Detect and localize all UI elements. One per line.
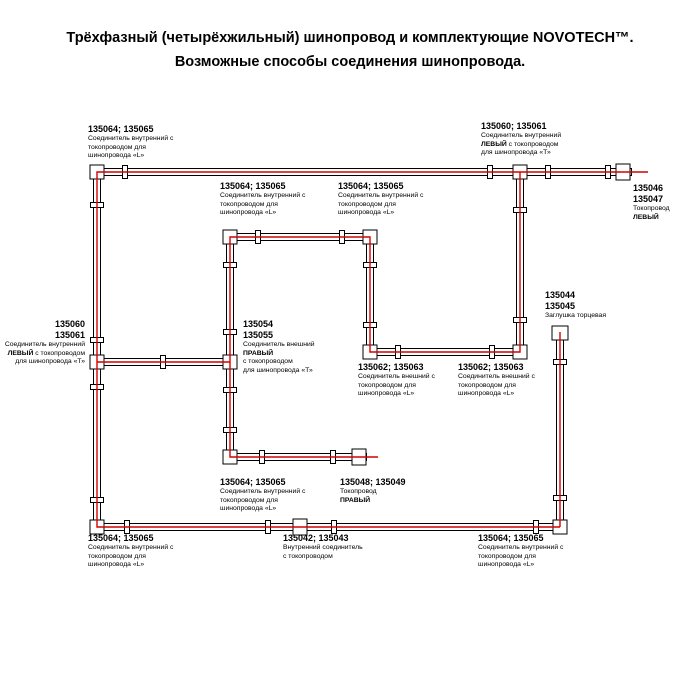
part-description: Соединитель внутренний с токопроводом дл… <box>88 135 174 159</box>
part-description: Соединитель внешний с токопроводом для ш… <box>358 373 435 397</box>
part-description: Токопровод ЛЕВЫЙ <box>633 205 670 221</box>
part-label-outer-right-tee: 135054 135055 Соединитель внешний ПРАВЫЙ… <box>243 319 315 375</box>
part-description: Соединитель внутренний с токопроводом дл… <box>88 544 174 568</box>
part-label-inner-L-bottom-right: 135064; 135065 Соединитель внутренний с … <box>478 533 563 570</box>
part-label-outer-L-right: 135062; 135063 Соединитель внешний с ток… <box>458 362 535 399</box>
part-label-outer-L-left: 135062; 135063 Соединитель внешний с ток… <box>358 362 435 399</box>
part-description: Соединитель внешний ПРАВЫЙ с токопроводо… <box>243 341 315 374</box>
part-description: Токопровод ПРАВЫЙ <box>340 488 377 504</box>
conductor-lines <box>96 171 648 528</box>
part-number: 135045 <box>545 301 576 311</box>
part-number: 135047 <box>633 194 664 204</box>
part-number: 135055 <box>243 330 274 340</box>
part-description: Внутренний соединитель с токопроводом <box>283 544 363 560</box>
part-description: Соединитель внутренний ЛЕВЫЙ с токопрово… <box>481 132 562 156</box>
part-description: Соединитель внутренний с токопроводом дл… <box>220 488 306 512</box>
part-description: Соединитель внутренний с токопроводом дл… <box>338 192 424 216</box>
part-label-inner-left-tee-top: 135060; 135061 Соединитель внутренний ЛЕ… <box>481 121 561 158</box>
part-description: Соединитель внутренний с токопроводом дл… <box>220 192 306 216</box>
part-description: Соединитель внутренний с токопроводом дл… <box>478 544 564 568</box>
part-label-inner-left-tee-side: 135060 135061 Соединитель внутренний ЛЕВ… <box>0 319 85 367</box>
diagram-title: Трёхфазный (четырёхжильный) шинопровод и… <box>0 26 700 74</box>
part-description: Заглушка торцевая <box>545 312 607 319</box>
part-number: 135062; 135063 <box>458 362 524 372</box>
part-label-inner-L-top-left: 135064; 135065 Соединитель внутренний с … <box>88 124 173 161</box>
part-description: Соединитель внутренний ЛЕВЫЙ с токопрово… <box>4 341 85 365</box>
part-number: 135046 <box>633 183 664 193</box>
part-number: 135061 <box>54 330 85 340</box>
part-number: 135064; 135065 <box>88 124 154 134</box>
part-description: Соединитель внешний с токопроводом для ш… <box>458 373 535 397</box>
part-number: 135062; 135063 <box>358 362 424 372</box>
title-line-1: Трёхфазный (четырёхжильный) шинопровод и… <box>66 30 634 46</box>
part-number: 135064; 135065 <box>220 477 286 487</box>
title-line-2: Возможные способы соединения шинопровода… <box>174 54 526 70</box>
part-number: 135048; 135049 <box>340 477 406 487</box>
part-number: 135064; 135065 <box>220 181 286 191</box>
part-number: 135054 <box>243 319 274 329</box>
part-label-straight-connector: 135042; 135043 Внутренний соединитель с … <box>283 533 363 561</box>
part-label-inner-L-mid-left: 135064; 135065 Соединитель внутренний с … <box>220 181 305 218</box>
part-number: 135044 <box>545 290 576 300</box>
part-label-inner-L-mid-right: 135064; 135065 Соединитель внутренний с … <box>338 181 423 218</box>
part-label-inner-L-bottom-left: 135064; 135065 Соединитель внутренний с … <box>88 533 173 570</box>
part-label-inner-L-lower: 135064; 135065 Соединитель внутренний с … <box>220 477 305 514</box>
part-label-end-cap: 135044 135045 Заглушка торцевая <box>545 290 606 321</box>
part-number: 135060; 135061 <box>481 121 547 131</box>
part-number: 135064; 135065 <box>478 533 544 543</box>
part-number: 135064; 135065 <box>338 181 404 191</box>
part-number: 135064; 135065 <box>88 533 154 543</box>
conductor-outer-loop <box>96 171 648 528</box>
conductor-inner-run <box>229 172 521 458</box>
part-label-power-feed-right: 135048; 135049 Токопровод ПРАВЫЙ <box>340 477 406 505</box>
part-number: 135060 <box>54 319 85 329</box>
part-label-power-feed-left: 135046 135047 Токопровод ЛЕВЫЙ <box>633 183 670 222</box>
part-number: 135042; 135043 <box>283 533 349 543</box>
